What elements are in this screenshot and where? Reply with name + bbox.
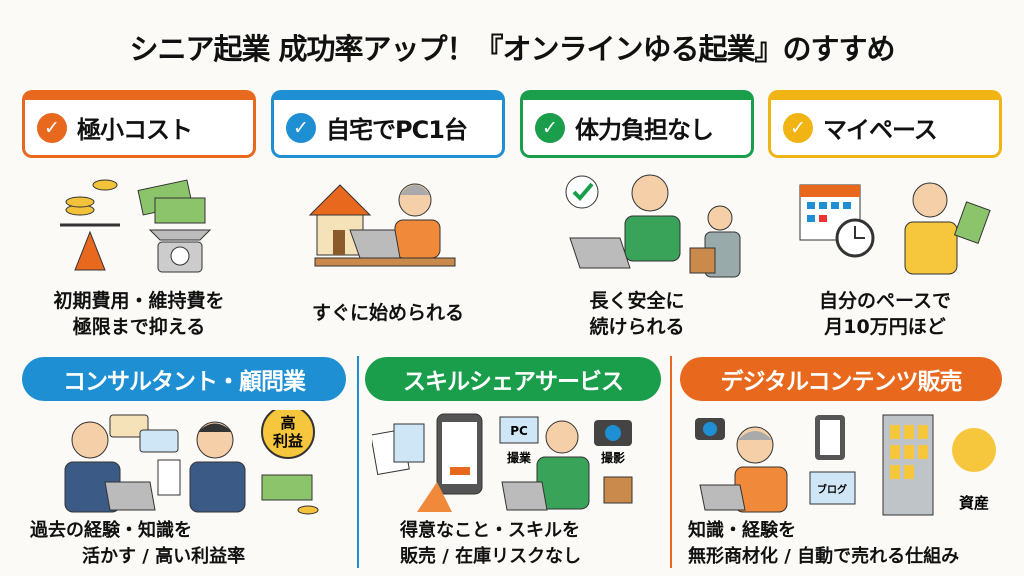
feature-label: マイペース bbox=[823, 116, 938, 144]
feature-card-my-pace: ✓ マイペース bbox=[768, 90, 1002, 158]
tag-label: 撮業 bbox=[507, 450, 532, 465]
business-caption: 知識・経験を無形商材化 / 自動で売れる仕組み bbox=[688, 520, 960, 567]
calendar-clock-illustration bbox=[799, 182, 991, 275]
coins-scale-illustration bbox=[60, 179, 212, 273]
feature-label: 極小コスト bbox=[77, 116, 193, 144]
skill-share-illustration: PC 撮業 撮影 bbox=[372, 413, 633, 512]
digital-content-illustration: ブログ 資産 bbox=[695, 414, 996, 516]
check-icon: ✓ bbox=[535, 112, 565, 143]
business-digital-content-pill: デジタルコンテンツ販売 bbox=[680, 357, 1002, 401]
business-caption: 過去の経験・知識を活かす / 高い利益率 bbox=[30, 520, 246, 567]
business-caption: 得意なこと・スキルを販売 / 在庫リスクなし bbox=[400, 520, 582, 567]
feature-caption: 長く安全に続けられる bbox=[589, 290, 685, 338]
senior-helping-illustration bbox=[565, 174, 741, 278]
feature-card-no-physical-burden: ✓ 体力負担なし bbox=[520, 90, 754, 158]
pc-label: PC bbox=[510, 424, 528, 438]
page-title: シニア起業 成功率アップ！『オンラインゆる起業』のすすめ bbox=[129, 32, 895, 66]
badge-text: 利益 bbox=[273, 432, 303, 450]
badge-text: 高 bbox=[280, 414, 295, 432]
feature-card-low-cost: ✓ 極小コスト bbox=[22, 90, 256, 158]
consulting-illustration: 高 利益 bbox=[64, 410, 319, 515]
tag-label: 撮影 bbox=[601, 450, 625, 465]
business-skill-share-pill: スキルシェアサービス bbox=[365, 357, 661, 401]
asset-label: 資産 bbox=[959, 494, 989, 512]
senior-at-home-illustration bbox=[308, 183, 456, 267]
check-icon: ✓ bbox=[286, 112, 316, 143]
divider bbox=[357, 356, 359, 568]
feature-card-home-pc: ✓ 自宅でPC1台 bbox=[271, 90, 505, 158]
feature-caption: 自分のペースで月10万円ほど bbox=[818, 290, 952, 338]
check-icon: ✓ bbox=[37, 112, 67, 143]
feature-label: 自宅でPC1台 bbox=[326, 116, 468, 144]
divider bbox=[670, 356, 672, 568]
feature-caption: 初期費用・維持費を極限まで抑える bbox=[53, 290, 225, 338]
blog-label: ブログ bbox=[817, 483, 847, 496]
business-consulting-pill: コンサルタント・顧問業 bbox=[22, 357, 346, 401]
feature-label: 体力負担なし bbox=[575, 116, 714, 144]
feature-caption: すぐに始められる bbox=[311, 302, 464, 324]
check-icon: ✓ bbox=[783, 112, 813, 143]
